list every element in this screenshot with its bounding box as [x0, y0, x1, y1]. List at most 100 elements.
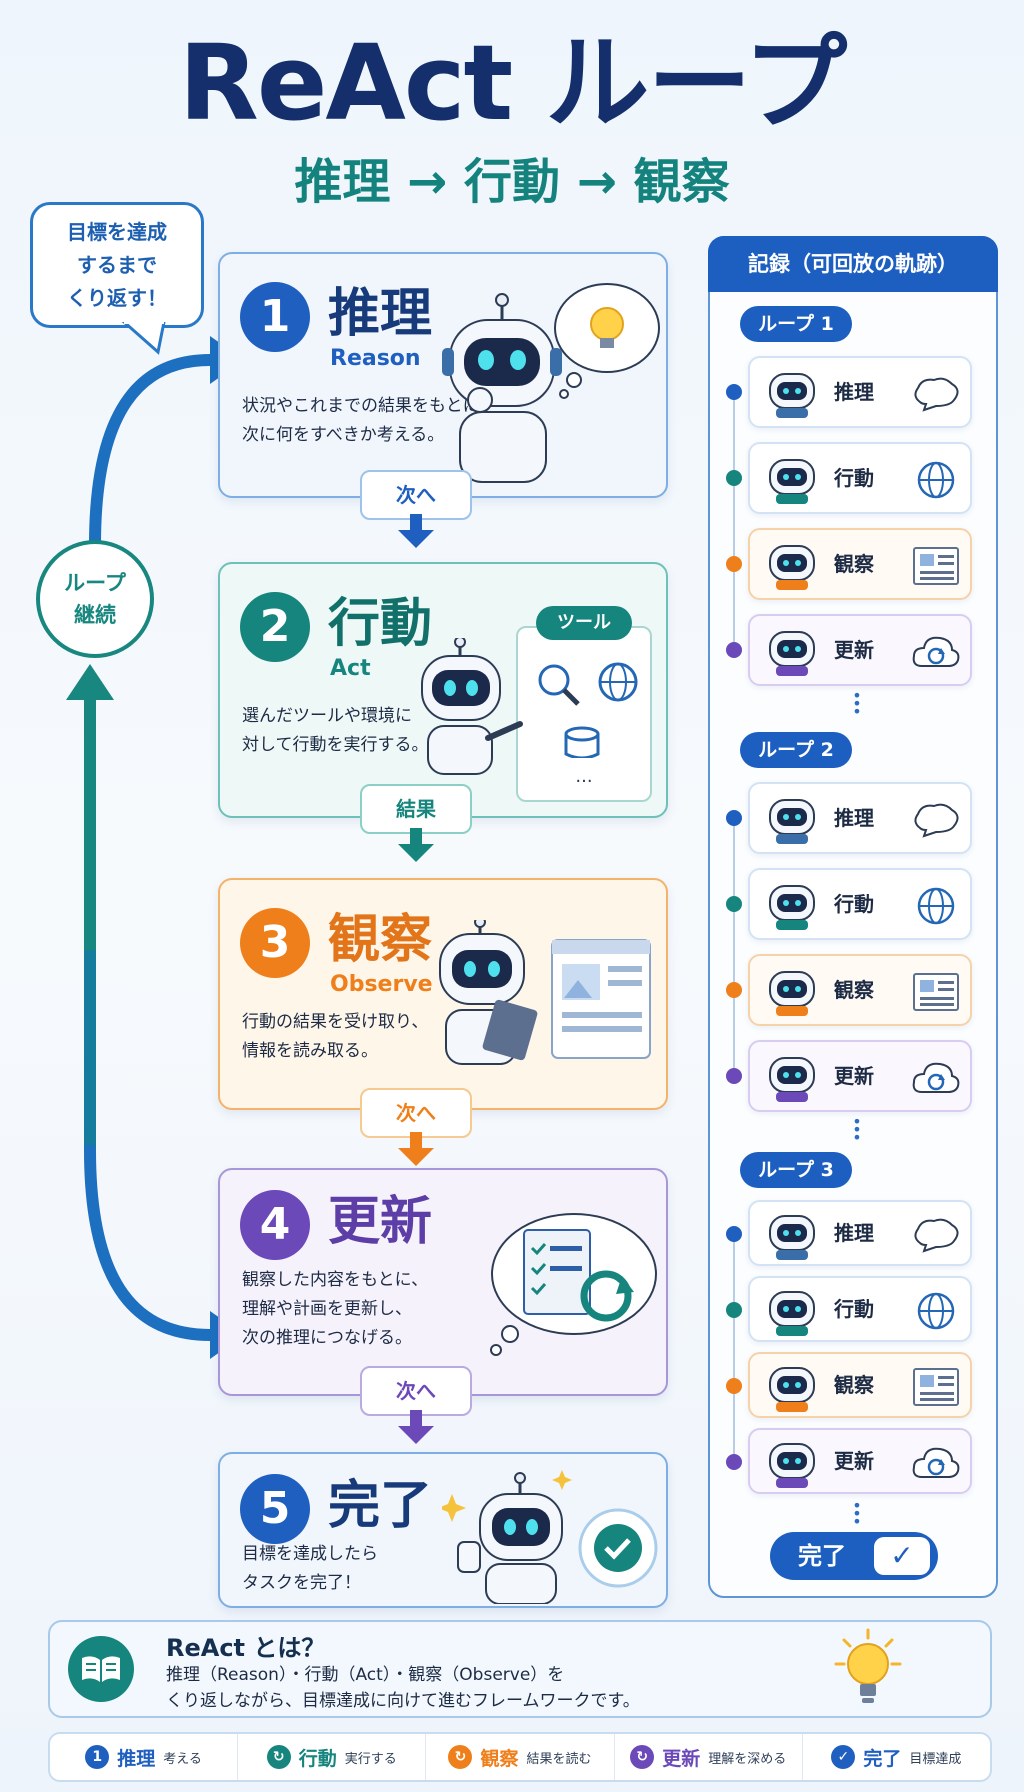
continuation-dots: ••• [852, 1112, 862, 1147]
step-title: 完了 [328, 1476, 433, 1536]
record-item-label: 推理 [834, 806, 874, 830]
robot-icon [769, 971, 815, 1016]
record-item-label: 更新 [834, 638, 874, 662]
step-description: 行動の結果を受け取り、 情報を読み取る。 [242, 1012, 429, 1061]
book-icon [68, 1636, 134, 1702]
step-number: 4 [240, 1190, 310, 1260]
loop-arrows [66, 336, 230, 1359]
down-arrow-icon [398, 1410, 434, 1444]
timeline [733, 812, 735, 1074]
info-title: ReAct とは？ [166, 1634, 326, 1662]
legend-sub: 考える [163, 1751, 202, 1767]
step-description: 観察した内容をもとに、 理解や計画を更新し、 次の推理につなげる。 [242, 1270, 429, 1348]
goal-speech-bubble: 目標を達成 するまで くり返す！ [30, 202, 204, 328]
timeline-dot [726, 810, 742, 826]
record-item-act: 行動 [748, 1276, 972, 1342]
page-subtitle: 推理 → 行動 → 観察 [294, 154, 730, 210]
cloud-sync-icon [912, 636, 960, 667]
legend-sub: 目標達成 [909, 1751, 962, 1767]
record-item-update: 更新 [748, 1428, 972, 1494]
record-item-label: 行動 [834, 466, 874, 490]
step-card-reason: 1 推理 Reason 状況やこれまでの結果をもとに、 次に何をすべきか考える。 [218, 252, 668, 498]
record-item-label: 観察 [834, 1373, 874, 1397]
step-description: 選んだツールや環境に 対して行動を実行する。 [242, 706, 429, 755]
timeline-dot [726, 642, 742, 658]
thought-bubble-icon [914, 1218, 959, 1253]
robot-icon [769, 459, 815, 504]
pointing-robot-icon [421, 638, 523, 775]
document-icon [913, 973, 959, 1011]
globe-icon [917, 887, 955, 925]
record-item-label: 行動 [834, 892, 874, 916]
record-item-observe: 観察 [748, 954, 972, 1026]
legend-name: 推理 [117, 1747, 156, 1770]
legend-sub: 理解を深める [708, 1751, 787, 1767]
timeline-dot [726, 1068, 742, 1084]
thought-bubble-icon [914, 803, 959, 838]
legend-number-icon: 1 [85, 1745, 110, 1769]
step-title: 行動 [328, 594, 433, 654]
globe-icon [917, 461, 955, 499]
step-english: Observe [330, 972, 433, 997]
robot-icon [769, 1367, 815, 1412]
connector-next-3: 次へ [360, 1366, 472, 1416]
arrow-head-up [66, 664, 114, 700]
record-item-reason: 推理 [748, 356, 972, 428]
record-item-label: 更新 [834, 1449, 874, 1473]
checkmark-icon: ✓ [874, 1537, 930, 1575]
robot-icon [769, 1057, 815, 1102]
robot-icon [769, 799, 815, 844]
step-title: 推理 [328, 284, 433, 344]
connector-next-1: 次へ [360, 470, 472, 520]
record-item-label: 観察 [834, 552, 874, 576]
step-description: 目標を達成したら タスクを完了！ [242, 1544, 378, 1593]
thought-bubble-icon [914, 377, 959, 412]
tool-icons [538, 662, 638, 758]
loop-tag-2: ループ 2 [740, 732, 852, 768]
down-arrow-icon [398, 1132, 434, 1166]
record-panel-title: 記録（可回放の軌跡） [708, 236, 998, 292]
step-title: 更新 [328, 1192, 433, 1252]
document-icon [913, 547, 959, 585]
legend-item-act: ↻ 行動 実行する [238, 1734, 427, 1780]
robot-icon [769, 1215, 815, 1260]
robot-icon [769, 545, 815, 590]
continuation-dots: ••• [852, 1496, 862, 1531]
legend-name: 観察 [480, 1747, 519, 1770]
info-body: 推理（Reason）・行動（Act）・観察（Observe）を くり返しながら、… [166, 1665, 640, 1711]
step-number: 2 [240, 592, 310, 662]
timeline-dot [726, 470, 742, 486]
loop-continue-badge: ループ 継続 [36, 540, 154, 658]
loop-tag-1: ループ 1 [740, 306, 852, 342]
step-number: 5 [240, 1474, 310, 1544]
timeline-dot [726, 982, 742, 998]
timeline-dot [726, 1302, 742, 1318]
loop-tag-3: ループ 3 [740, 1152, 852, 1188]
legend-sub: 実行する [344, 1751, 397, 1767]
step-number: 1 [240, 282, 310, 352]
legend-name: 行動 [298, 1747, 337, 1770]
tool-more: ... [575, 766, 593, 787]
step-card-act: 2 行動 Act 選んだツールや環境に 対して行動を実行する。 ... ツール [218, 562, 668, 818]
legend-sub: 結果を読む [526, 1751, 592, 1767]
legend-item-observe: ↻ 観察 結果を読む [426, 1734, 615, 1780]
timeline-dot [726, 1454, 742, 1470]
step-title: 観察 [328, 910, 433, 970]
cloud-sync-icon [912, 1447, 960, 1478]
thinking-robot-icon [442, 283, 660, 483]
down-arrow-icon [398, 828, 434, 862]
record-item-reason: 推理 [748, 1200, 972, 1266]
legend-item-update: ↻ 更新 理解を深める [615, 1734, 803, 1780]
step-english: Reason [330, 346, 421, 371]
robot-icon [769, 373, 815, 418]
record-item-observe: 観察 [748, 528, 972, 600]
record-item-label: 観察 [834, 978, 874, 1002]
step-card-update: 4 更新 観察した内容をもとに、 理解や計画を更新し、 次の推理につなげる。 [218, 1168, 668, 1396]
step-card-observe: 3 観察 Observe 行動の結果を受け取り、 情報を読み取る。 [218, 878, 668, 1110]
timeline [733, 384, 735, 650]
record-item-reason: 推理 [748, 782, 972, 854]
record-item-act: 行動 [748, 868, 972, 940]
down-arrow-icon [398, 514, 434, 548]
legend-item-complete: ✓ 完了 目標達成 [803, 1734, 990, 1780]
timeline-dot [726, 384, 742, 400]
